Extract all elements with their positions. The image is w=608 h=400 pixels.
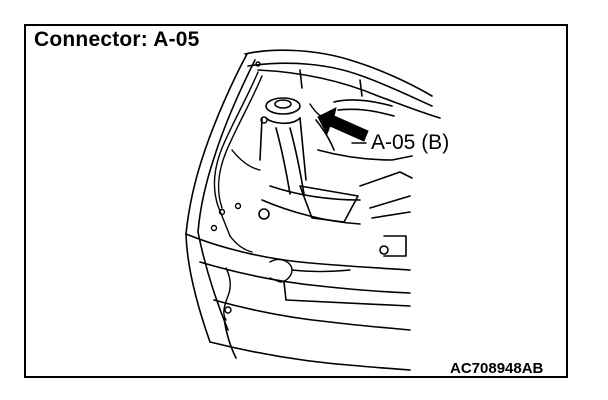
bumper — [185, 233, 411, 371]
engine-compartment — [258, 97, 413, 257]
diagram-frame — [24, 24, 568, 378]
wiring-harness — [210, 61, 351, 321]
page-title: Connector: A-05 — [34, 28, 200, 51]
figure-id: AC708948AB — [450, 360, 544, 377]
hood — [244, 49, 441, 119]
fender-contour — [185, 53, 256, 343]
connector-callout-label: A-05 (B) — [371, 131, 450, 154]
arrow-icon — [317, 107, 369, 142]
